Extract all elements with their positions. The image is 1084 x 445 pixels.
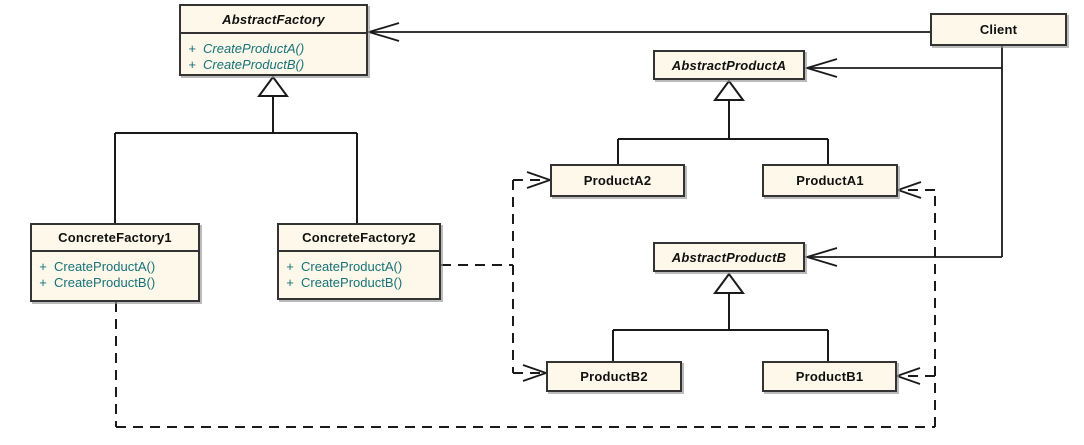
- class-abstractfactory[interactable]: AbstractFactory + CreateProductA() + Cre…: [179, 4, 368, 76]
- class-title: AbstractFactory: [222, 11, 325, 27]
- method-row: + CreateProductA(): [32, 258, 198, 274]
- class-title: ProductB2: [580, 369, 648, 384]
- class-concretefactory1[interactable]: ConcreteFactory1 + CreateProductA() + Cr…: [30, 223, 200, 302]
- dependency-concretefactory1-products: [115, 189, 936, 428]
- class-title: AbstractProductB: [671, 249, 787, 265]
- methods-compartment: + CreateProductA() + CreateProductB(): [279, 250, 439, 290]
- class-productb1[interactable]: ProductB1: [762, 361, 897, 392]
- class-title: ProductA1: [796, 173, 864, 188]
- class-title: Client: [979, 22, 1018, 37]
- class-concretefactory2[interactable]: ConcreteFactory2 + CreateProductA() + Cr…: [277, 223, 441, 300]
- method-row: + CreateProductB(): [279, 274, 439, 290]
- method-signature: CreateProductB(): [54, 274, 156, 290]
- open-arrowhead-icon: [365, 22, 400, 42]
- methods-compartment: + CreateProductA() + CreateProductB(): [181, 32, 366, 72]
- class-producta1[interactable]: ProductA1: [762, 164, 898, 197]
- generalization-products-abstractproductb: [612, 272, 829, 361]
- visibility-label: +: [39, 274, 47, 290]
- open-arrowhead-icon: [803, 58, 838, 78]
- generalization-products-abstractproducta: [617, 79, 829, 164]
- method-signature: CreateProductA(): [203, 40, 305, 56]
- class-producta2[interactable]: ProductA2: [550, 164, 685, 197]
- class-productb2[interactable]: ProductB2: [546, 361, 682, 392]
- class-title: ProductA2: [583, 173, 652, 188]
- class-abstractproductb[interactable]: AbstractProductB: [653, 242, 805, 272]
- visibility-label: +: [286, 258, 294, 274]
- inheritance-triangle-icon: [713, 79, 745, 101]
- open-arrowhead-icon: [894, 367, 921, 385]
- methods-compartment: + CreateProductA() + CreateProductB(): [32, 250, 198, 290]
- method-row: + CreateProductA(): [181, 40, 366, 56]
- visibility-label: +: [188, 40, 196, 56]
- method-signature: CreateProductA(): [301, 258, 403, 274]
- visibility-label: +: [188, 56, 196, 72]
- open-arrowhead-icon: [803, 247, 838, 267]
- visibility-label: +: [39, 258, 47, 274]
- method-row: + CreateProductB(): [181, 56, 366, 72]
- class-title: ConcreteFactory1: [58, 230, 172, 245]
- dependency-concretefactory2-products: [441, 179, 546, 374]
- class-client[interactable]: Client: [930, 13, 1067, 46]
- class-title: AbstractProductA: [671, 57, 787, 73]
- visibility-label: +: [286, 274, 294, 290]
- class-title: ConcreteFactory2: [302, 230, 416, 245]
- method-signature: CreateProductB(): [301, 274, 403, 290]
- inheritance-triangle-icon: [713, 272, 745, 294]
- association-client-abstractproductb: [803, 247, 1002, 267]
- method-signature: CreateProductB(): [203, 56, 305, 72]
- class-abstractproducta[interactable]: AbstractProductA: [653, 50, 805, 80]
- method-row: + CreateProductA(): [279, 258, 439, 274]
- dependency-arrowheads-cf1: [894, 181, 922, 385]
- dependency-arrowheads-cf2: [522, 171, 553, 382]
- method-row: + CreateProductB(): [32, 274, 198, 290]
- association-client-abstractfactory: [365, 22, 930, 42]
- inheritance-triangle-icon: [257, 75, 289, 97]
- method-signature: CreateProductA(): [54, 258, 156, 274]
- generalization-factories-abstractfactory: [114, 75, 358, 223]
- class-title: ProductB1: [795, 369, 864, 384]
- association-client-abstractproducta: [803, 58, 1002, 78]
- open-arrowhead-icon: [895, 181, 922, 199]
